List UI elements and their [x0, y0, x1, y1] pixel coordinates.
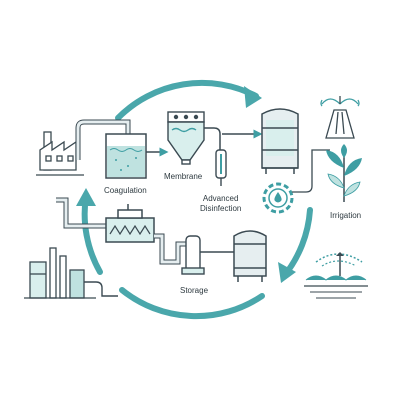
- cycle-arrowhead-top: [244, 86, 262, 108]
- cycle-arrowhead-left: [76, 188, 96, 206]
- gear-water-drop-icon: [262, 182, 294, 214]
- label-storage: Storage: [180, 286, 209, 295]
- pipe-tank-to-pump: [154, 233, 186, 265]
- cycle-arrow-left: [81, 193, 103, 275]
- membrane-unit-icon: [167, 111, 205, 165]
- plant-icon: [326, 144, 362, 202]
- uv-disinfection-icon: [215, 149, 227, 186]
- label-advanced-disinfection-line2: Disinfection: [200, 204, 242, 213]
- cycle-arrow-right: [281, 207, 313, 279]
- label-irrigation: Irrigation: [330, 211, 362, 220]
- sprinkler-fountain-icon: [320, 96, 360, 139]
- cycle-arrowhead-right: [278, 262, 296, 283]
- treatment-tank-icon: [105, 204, 155, 243]
- label-advanced-disinfection-line1: Advanced: [202, 194, 239, 203]
- factory-icon: [36, 131, 84, 176]
- label-membrane: Membrane: [164, 172, 203, 181]
- refinery-icon: [24, 247, 118, 299]
- coagulation-tank-icon: [105, 133, 147, 179]
- pump-icon: [181, 235, 236, 275]
- label-advanced-disinfection: Advanced Disinfection: [200, 194, 241, 214]
- field-sprinkler-icon: [304, 252, 368, 299]
- cycle-arrow-top: [115, 79, 259, 121]
- label-coagulation: Coagulation: [104, 186, 147, 195]
- cylinder-tank-icon: [233, 230, 267, 282]
- cycle-arrow-bottom: [119, 287, 265, 320]
- storage-silo-icon: [261, 108, 299, 174]
